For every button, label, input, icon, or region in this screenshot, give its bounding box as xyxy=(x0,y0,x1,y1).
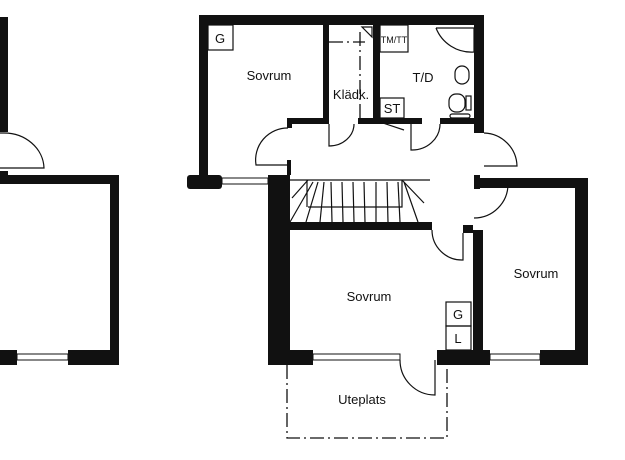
room-label-patio: Uteplats xyxy=(338,392,386,407)
left-building xyxy=(0,17,119,365)
room-label-bedroom-right: Sovrum xyxy=(514,266,559,281)
room-label-bathroom: T/D xyxy=(413,70,434,85)
wardrobe-bottom-label: G xyxy=(453,307,463,322)
bathroom-fixtures xyxy=(435,27,475,119)
patio-outline xyxy=(286,365,448,439)
washer-dryer-label: TM/TT xyxy=(381,35,408,45)
linen-label: L xyxy=(454,331,461,346)
room-label-closet: Klädk. xyxy=(333,87,369,102)
storage-label: ST xyxy=(384,101,401,116)
wardrobe-top-label: G xyxy=(215,31,225,46)
room-label-bedroom-bottom: Sovrum xyxy=(347,289,392,304)
main-walls xyxy=(187,15,588,365)
doors xyxy=(255,121,518,396)
staircase xyxy=(289,179,430,223)
room-label-bedroom-top-left: Sovrum xyxy=(247,68,292,83)
